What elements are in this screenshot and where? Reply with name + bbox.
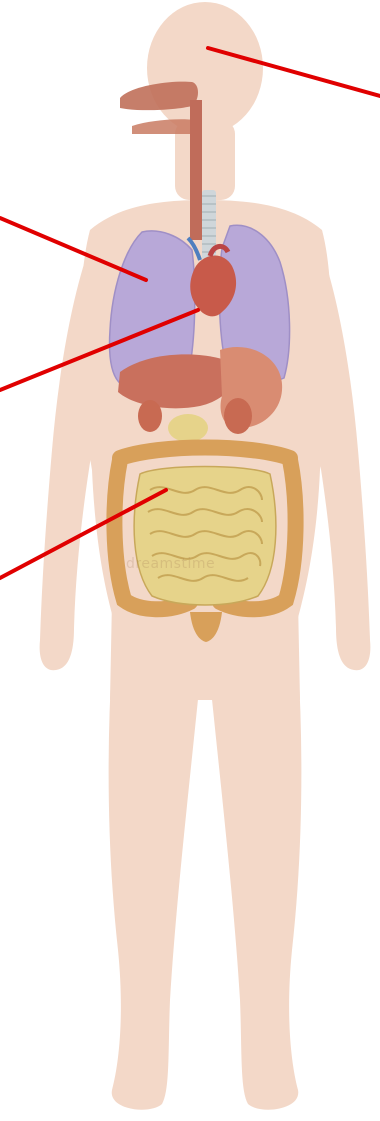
kidney-left [138, 400, 162, 432]
nasal-cavity [120, 82, 198, 111]
head [147, 2, 263, 134]
kidney [224, 398, 252, 434]
right-leg [208, 660, 301, 1110]
gallbladder [168, 414, 208, 442]
esophagus [190, 100, 202, 240]
oral-cavity [132, 119, 198, 134]
watermark: dreamstime [126, 556, 215, 572]
intestines [114, 448, 295, 643]
left-leg [109, 660, 202, 1110]
